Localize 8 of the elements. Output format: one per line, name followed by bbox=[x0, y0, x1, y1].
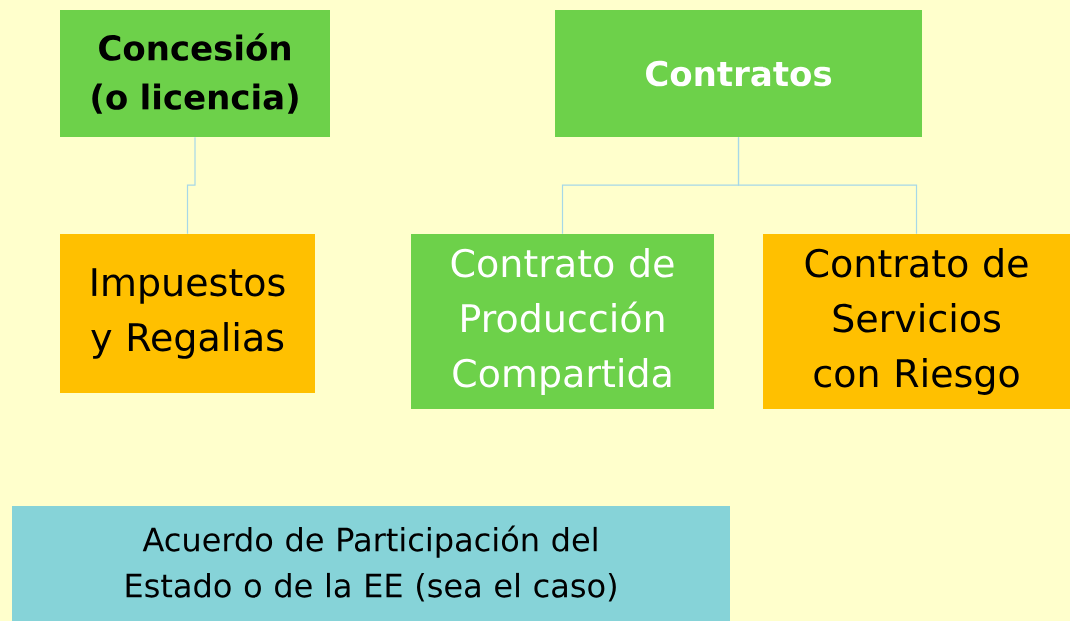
category-box: Contrato de Servicios con Riesgo bbox=[763, 234, 1070, 409]
title-box: Concesión (o licencia) bbox=[60, 10, 330, 137]
connector-line bbox=[186, 136, 196, 235]
connector-line bbox=[737, 136, 918, 235]
title-box: Contratos bbox=[555, 10, 922, 137]
category-box: Contrato de Producción Compartida bbox=[411, 234, 714, 409]
category-box: Acuerdo de Participación del Estado o de la EE (sea el caso) bbox=[12, 506, 730, 621]
category-box: Impuestos y Regalias bbox=[60, 234, 315, 393]
